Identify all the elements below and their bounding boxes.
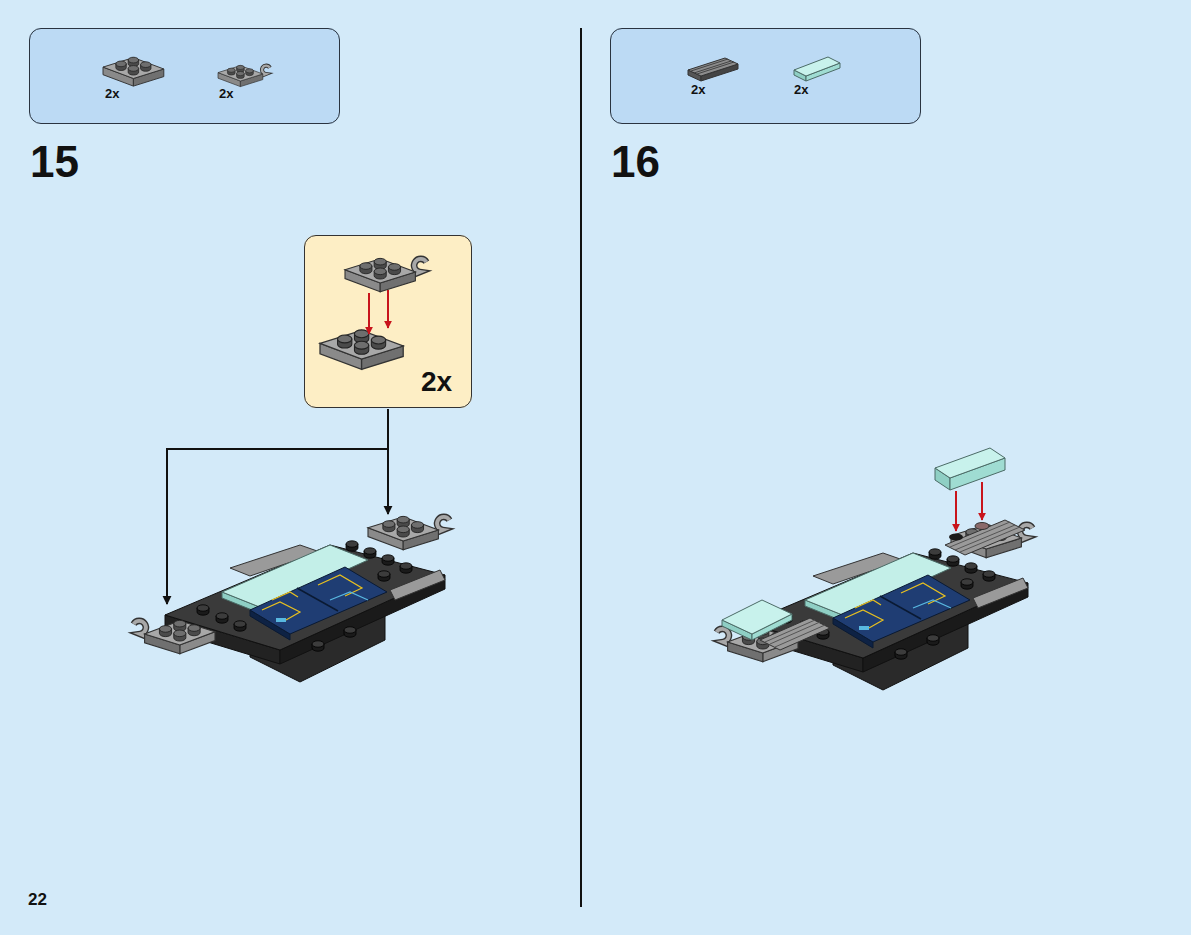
parts-box-fill — [610, 28, 921, 124]
callout-fill — [304, 235, 472, 408]
parts-list-box: 2x 2x — [610, 28, 921, 124]
assembly-arrow — [387, 290, 389, 328]
parts-list-box: 2x 2x — [29, 28, 340, 124]
trans-tile — [935, 448, 1005, 490]
plate-icon — [103, 57, 164, 86]
callout-box: 2x — [304, 235, 472, 408]
assembly-arrow — [981, 482, 983, 520]
clip-plate-icon — [218, 65, 270, 86]
step-number: 15 — [30, 140, 79, 184]
trans-tile-icon — [794, 57, 840, 81]
added-tiles — [722, 520, 1025, 650]
model — [134, 516, 450, 682]
quantity-label: 2x — [691, 83, 705, 96]
page-divider — [580, 28, 582, 907]
quantity-label: 2x — [421, 368, 452, 396]
quantity-label: 2x — [794, 83, 808, 96]
callout-pointer — [387, 409, 389, 514]
plate — [320, 330, 403, 370]
clip-plate — [345, 258, 426, 291]
quantity-label: 2x — [219, 87, 233, 100]
assembly-arrow — [368, 293, 370, 334]
model — [717, 524, 1033, 690]
quantity-label: 2x — [105, 87, 119, 100]
grille-tile-icon — [688, 58, 738, 81]
parts-box-fill — [29, 28, 340, 124]
assembly-arrow — [955, 491, 957, 531]
page-number: 22 — [28, 891, 47, 908]
step-number: 16 — [611, 140, 660, 184]
